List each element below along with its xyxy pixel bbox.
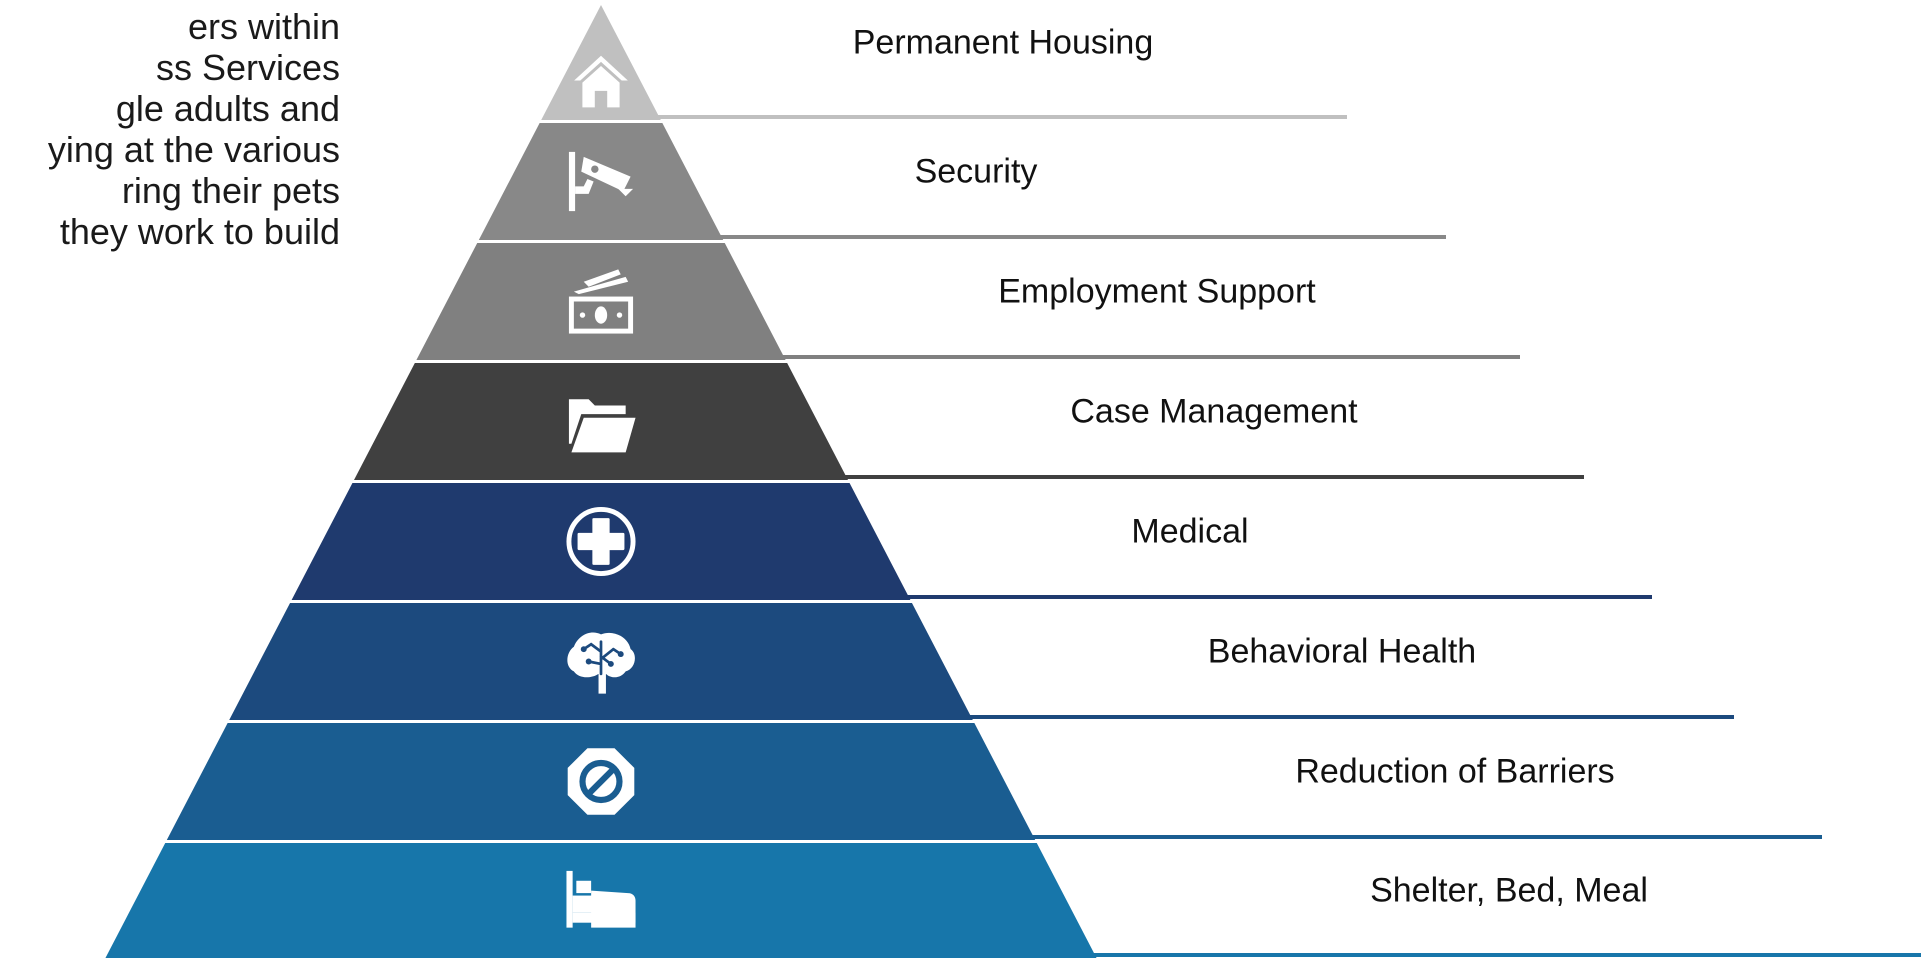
intro-line: ying at the various	[47, 129, 340, 170]
level-label: Employment Support	[998, 272, 1316, 310]
medical-cross-icon	[569, 509, 633, 573]
intro-line: ring their pets	[121, 170, 340, 211]
intro-text: ers within ss Services gle adults and yi…	[0, 6, 340, 252]
level-label: Case Management	[1070, 392, 1358, 430]
intro-line: ss Services	[155, 47, 340, 88]
intro-line: they work to build	[59, 211, 340, 252]
level-label: Reduction of Barriers	[1295, 752, 1614, 790]
pyramid-level: Security	[478, 123, 1446, 240]
pyramid-level: Employment Support	[416, 243, 1520, 360]
level-label: Behavioral Health	[1208, 632, 1476, 670]
level-label: Permanent Housing	[853, 23, 1154, 61]
pyramid-level: Shelter, Bed, Meal	[105, 843, 1921, 958]
pyramid-tier	[478, 123, 724, 240]
pyramid-tier	[541, 5, 661, 120]
no-barrier-icon	[568, 748, 635, 815]
level-label: Shelter, Bed, Meal	[1370, 871, 1648, 909]
pyramid-level: Reduction of Barriers	[166, 723, 1822, 840]
pyramid-level: Permanent Housing	[541, 5, 1347, 120]
intro-line: gle adults and	[115, 88, 340, 129]
pyramid-level: Case Management	[354, 363, 1584, 480]
pyramid-level: Behavioral Health	[229, 603, 1734, 720]
level-label: Security	[915, 152, 1038, 190]
pyramid-level: Medical	[291, 483, 1652, 600]
level-label: Medical	[1131, 512, 1248, 550]
intro-line: ers within	[187, 6, 340, 47]
